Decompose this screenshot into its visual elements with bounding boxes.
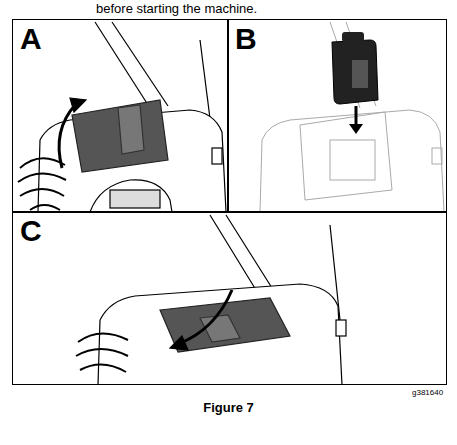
panel-letter: C <box>20 216 42 246</box>
panel-frame: A <box>12 19 229 213</box>
housing-edge <box>38 140 40 212</box>
panel-frame: B <box>227 19 447 213</box>
housing-edge <box>260 140 262 212</box>
close-arrow <box>178 290 232 344</box>
panel-frame: C <box>12 211 447 385</box>
auger <box>76 333 128 372</box>
battery-bay <box>110 190 160 208</box>
housing-edge <box>98 320 100 385</box>
chute-base <box>90 180 172 212</box>
handle-rail <box>210 215 272 290</box>
handle-rail <box>112 22 168 106</box>
battery-handle <box>342 32 364 42</box>
arrow-head <box>349 124 363 134</box>
battery-bay <box>330 140 375 180</box>
housing-outline <box>262 110 444 212</box>
cover-recess <box>118 105 144 154</box>
knob <box>432 148 442 164</box>
battery-cover <box>72 100 168 172</box>
handle-rail <box>95 22 150 108</box>
arrow-head <box>170 336 188 350</box>
snowblower-panel-c <box>76 215 346 385</box>
knob <box>336 320 346 336</box>
arrow-head <box>70 98 86 112</box>
knob <box>212 148 222 164</box>
figure-caption: Figure 7 <box>0 400 457 415</box>
panel-letter: A <box>20 24 42 54</box>
figure-code: g381640 <box>412 388 443 397</box>
housing-outline <box>100 284 342 385</box>
battery <box>332 32 378 134</box>
snowblower-panel-b <box>260 22 444 212</box>
battery-cover <box>300 112 392 200</box>
intro-text: before starting the machine. <box>96 1 257 16</box>
battery-label <box>352 60 368 88</box>
snowblower-panel-a <box>18 22 226 212</box>
battery-body <box>332 40 378 104</box>
auger <box>18 158 66 210</box>
open-arrow <box>59 104 76 168</box>
insert-arrow <box>355 106 358 126</box>
panel-letter: B <box>235 24 257 54</box>
